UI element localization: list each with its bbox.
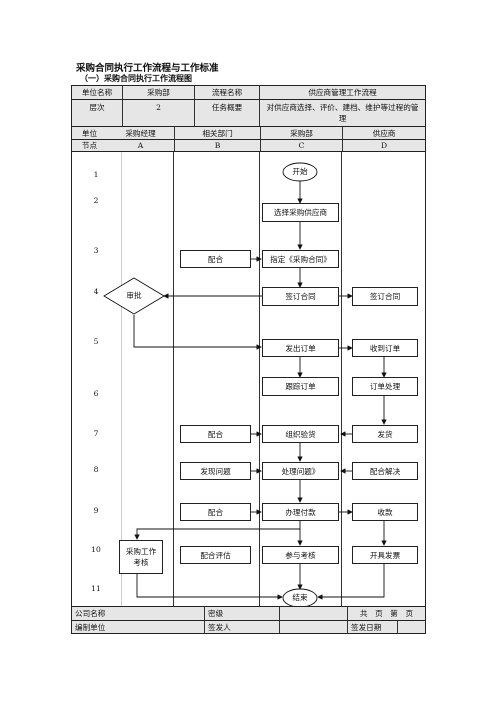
process-order-box: 订单处理 [352, 377, 418, 396]
row-number: 7 [93, 429, 99, 438]
assist-resolve-box: 配合解决 [352, 462, 418, 480]
send-order-box: 发出订单 [262, 339, 339, 357]
track-order-box: 跟踪订单 [262, 377, 339, 396]
assign-contract-box: 指定《采购合同》 [262, 250, 339, 268]
column-code-b: B [174, 140, 260, 151]
purchase-evaluation-box: 采购工作考核 [119, 540, 163, 574]
assist-evaluation-box: 配合评估 [180, 546, 251, 564]
node-label: 节点 [81, 141, 98, 150]
collect-payment-box: 收款 [352, 503, 418, 521]
task-value: 对供应商选择、评价、建档、维护等过程的管理 [259, 100, 425, 126]
cooperate-box-row9: 配合 [180, 503, 251, 521]
unit-name-label: 单位名称 [81, 88, 113, 97]
issue-date-value [397, 621, 425, 633]
join-evaluation-box: 参与考核 [262, 546, 339, 564]
row-number: 1 [93, 170, 99, 179]
footer-row-1: 公司名称 密级 共 页 第 页 [71, 606, 426, 620]
level-label: 层次 [89, 103, 105, 112]
row-number: 3 [93, 246, 99, 255]
secret-label: 密级 [204, 607, 279, 620]
receive-order-box: 收到订单 [352, 339, 418, 357]
row-number: 2 [93, 196, 99, 205]
arrow-evaluate-end [136, 574, 283, 600]
process-name-value: 供应商管理工作流程 [259, 86, 425, 99]
select-supplier-box: 选择采购供应商 [262, 203, 339, 222]
sign-contract-box-c: 签订合同 [262, 287, 339, 306]
issuer-value [279, 621, 347, 633]
issuer-label: 签发人 [204, 621, 279, 633]
column-code-d: D [342, 140, 425, 151]
column-code-a: A [137, 141, 144, 150]
row-number: 6 [93, 389, 99, 398]
find-problem-box: 发现问题 [180, 462, 251, 480]
header-row-1: 单位名称 采购部 流程名称 供应商管理工作流程 [71, 85, 426, 99]
column-name-c: 采购部 [260, 127, 342, 139]
process-name-label: 流程名称 [194, 86, 259, 99]
node-row: 节点 A B C D [71, 139, 426, 152]
company-label: 公司名称 [75, 609, 106, 618]
process-payment-box: 办理付款 [262, 503, 339, 521]
cooperate-box-row7: 配合 [180, 425, 251, 443]
row-number: 11 [91, 584, 101, 593]
task-label: 任务概要 [194, 100, 259, 126]
row-number: 5 [93, 337, 99, 346]
arrow-approve-order [133, 315, 262, 350]
lane-divider-cd [341, 152, 342, 606]
approve-node: 审批 [126, 291, 142, 300]
handle-problem-box: 处理问题》 [262, 462, 339, 480]
column-name-a: 采购经理 [125, 128, 156, 138]
row-number: 10 [91, 545, 101, 554]
issue-date-label: 签发日期 [347, 621, 397, 633]
row-number: 4 [93, 287, 99, 296]
column-code-c: C [260, 140, 342, 151]
footer-row-2: 编制单位 签发人 签发日期 [71, 620, 426, 634]
rownum-divider [121, 152, 122, 606]
arrow-invoice-end [317, 564, 385, 600]
ship-goods-box: 发货 [352, 425, 418, 443]
editor-label: 编制单位 [75, 622, 106, 632]
page-count: 共 页 第 页 [347, 607, 425, 620]
flow-area [71, 152, 426, 606]
approve-diamond [103, 277, 165, 315]
arrow-pay-evaluate [134, 521, 301, 540]
end-node: 结束 [292, 593, 308, 602]
document-subtitle: （一）采购合同执行工作流程图 [80, 74, 192, 83]
unit-name-value: 采购部 [122, 86, 194, 99]
column-name-b: 相关部门 [174, 127, 260, 139]
document-title: 采购合同执行工作流程与工作标准 [76, 63, 219, 74]
start-oval [282, 162, 318, 182]
lane-divider-ab [173, 152, 174, 606]
lane-divider-bc [259, 152, 260, 606]
unit-label: 单位 [81, 128, 98, 138]
column-name-d: 供应商 [342, 127, 425, 139]
unit-row: 单位 采购经理 相关部门 采购部 供应商 [71, 126, 426, 139]
header-row-2: 层次 2 任务概要 对供应商选择、评价、建档、维护等过程的管理 [71, 99, 426, 126]
secret-value [279, 607, 347, 620]
issue-invoice-box: 开具发票 [352, 546, 418, 564]
inspect-goods-box: 组织验货 [262, 425, 339, 443]
sign-contract-box-d: 签订合同 [352, 287, 418, 306]
row-number: 9 [93, 506, 99, 515]
level-value: 2 [122, 100, 194, 126]
row-number: 8 [93, 465, 99, 474]
cooperate-box-row3: 配合 [180, 250, 251, 268]
start-node: 开始 [292, 167, 308, 176]
